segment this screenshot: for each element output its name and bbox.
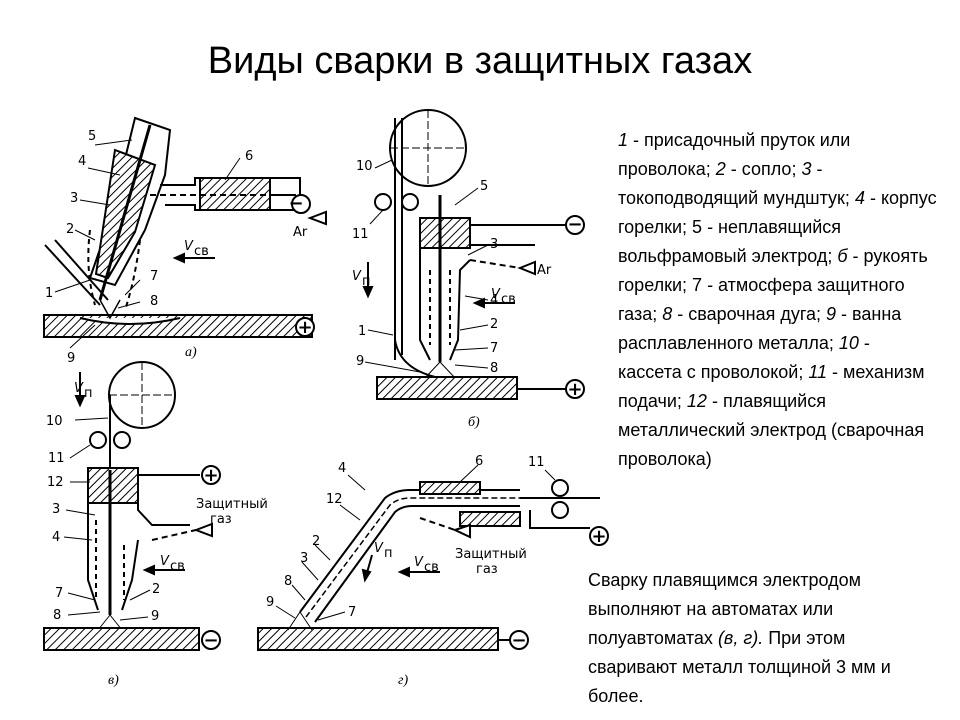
svg-text:3: 3 xyxy=(490,237,498,252)
svg-text:Защитный: Защитный xyxy=(196,497,268,512)
svg-text:−: − xyxy=(203,630,218,651)
svg-text:г): г) xyxy=(398,673,408,688)
diagram-g xyxy=(257,464,609,651)
svg-text:9: 9 xyxy=(151,609,159,624)
legend-item: 7 - атмосфера защитного газа; xyxy=(618,275,905,324)
svg-text:V: V xyxy=(374,541,384,556)
svg-text:Ar: Ar xyxy=(293,225,308,240)
diagram-a xyxy=(43,116,327,349)
legend-item: 2 - сопло; xyxy=(715,159,802,179)
diagram-v xyxy=(43,361,221,651)
svg-text:12: 12 xyxy=(326,492,343,507)
svg-text:3: 3 xyxy=(52,502,60,517)
svg-text:св: св xyxy=(194,244,209,259)
labels-v: 10 11 12 3 4 7 8 2 9 V п V св Защитный г… xyxy=(46,381,268,688)
svg-text:8: 8 xyxy=(53,608,61,623)
svg-text:8: 8 xyxy=(490,361,498,376)
svg-text:11: 11 xyxy=(48,451,65,466)
svg-text:V: V xyxy=(414,555,424,570)
svg-text:8: 8 xyxy=(284,574,292,589)
svg-text:12: 12 xyxy=(47,475,64,490)
svg-text:7: 7 xyxy=(55,586,63,601)
svg-text:7: 7 xyxy=(150,269,158,284)
svg-text:7: 7 xyxy=(490,341,498,356)
legend-item: 1 - присадочный пруток или проволока; xyxy=(618,130,851,179)
legend-item: 3 - токоподводящий мундштук; xyxy=(618,159,855,208)
svg-text:10: 10 xyxy=(46,414,63,429)
note-text: Сварку плавящимся электродом выполняют н… xyxy=(588,570,891,706)
svg-text:а): а) xyxy=(185,345,197,360)
svg-text:7: 7 xyxy=(348,605,356,620)
svg-text:св: св xyxy=(170,559,185,574)
svg-text:9: 9 xyxy=(356,354,364,369)
page-title: Виды сварки в защитных газах xyxy=(207,40,753,82)
svg-text:+: + xyxy=(203,465,218,486)
svg-text:1: 1 xyxy=(45,286,53,301)
svg-text:3: 3 xyxy=(70,191,78,206)
svg-text:2: 2 xyxy=(490,317,498,332)
svg-text:V: V xyxy=(160,554,170,569)
svg-text:в): в) xyxy=(108,673,119,688)
svg-text:10: 10 xyxy=(356,159,373,174)
svg-text:1: 1 xyxy=(358,324,366,339)
svg-text:Ar: Ar xyxy=(537,263,552,278)
legend-item: 11 - механизм подачи; xyxy=(618,362,925,411)
svg-text:Защитный: Защитный xyxy=(455,547,527,562)
labels-a: 5 4 3 2 1 7 8 9 6 Ar V св − + а) xyxy=(45,129,313,366)
legend-item: 4 - корпус горелки; xyxy=(618,188,937,237)
svg-text:св: св xyxy=(424,560,439,575)
svg-text:11: 11 xyxy=(352,227,369,242)
svg-text:9: 9 xyxy=(266,595,274,610)
svg-text:4: 4 xyxy=(78,154,86,169)
svg-text:+: + xyxy=(567,379,582,400)
legend-item: 9 - ванна расплавленного металла; xyxy=(618,304,902,353)
svg-text:св: св xyxy=(501,292,516,307)
svg-text:V: V xyxy=(491,287,501,302)
labels-b: 10 11 5 3 4 2 7 8 1 9 Ar V св V п − + б) xyxy=(352,159,583,430)
diagram-b xyxy=(362,109,585,400)
svg-text:+: + xyxy=(591,526,606,547)
svg-text:6: 6 xyxy=(475,454,483,469)
svg-text:+: + xyxy=(297,317,312,338)
svg-text:−: − xyxy=(511,630,526,651)
svg-text:газ: газ xyxy=(476,562,498,577)
svg-text:б): б) xyxy=(468,415,480,430)
svg-text:5: 5 xyxy=(480,179,488,194)
svg-text:газ: газ xyxy=(210,512,232,527)
svg-text:11: 11 xyxy=(528,455,545,470)
svg-text:4: 4 xyxy=(52,530,60,545)
svg-text:п: п xyxy=(384,546,393,561)
legend-item: б - рукоять горелки; xyxy=(618,246,928,295)
svg-text:6: 6 xyxy=(245,149,253,164)
legend-text: 1 - присадочный пруток или проволока; 2 … xyxy=(618,126,938,474)
svg-text:2: 2 xyxy=(312,534,320,549)
svg-text:п: п xyxy=(362,274,371,289)
svg-text:9: 9 xyxy=(67,351,75,366)
legend-item: 10 - кассета с проволокой; xyxy=(618,333,870,382)
labels-g: 4 12 2 3 8 9 7 6 11 V п V св Защитный га… xyxy=(266,454,607,688)
svg-text:3: 3 xyxy=(300,551,308,566)
svg-text:2: 2 xyxy=(152,582,160,597)
svg-text:8: 8 xyxy=(150,294,158,309)
svg-text:4: 4 xyxy=(338,461,346,476)
legend-item: 12 - плавящийся металлический электрод (… xyxy=(618,391,925,469)
svg-text:V: V xyxy=(184,239,194,254)
svg-text:V: V xyxy=(74,381,84,396)
legend-item: 5 - неплавящийся вольфрамовый электрод; xyxy=(618,217,842,266)
svg-text:2: 2 xyxy=(66,222,74,237)
svg-text:4: 4 xyxy=(490,293,498,308)
legend-item: 8 - сварочная дуга; xyxy=(662,304,827,324)
svg-text:5: 5 xyxy=(88,129,96,144)
svg-text:V: V xyxy=(352,269,362,284)
svg-text:п: п xyxy=(84,386,93,401)
svg-text:−: − xyxy=(567,214,582,235)
svg-text:−: − xyxy=(288,193,303,214)
